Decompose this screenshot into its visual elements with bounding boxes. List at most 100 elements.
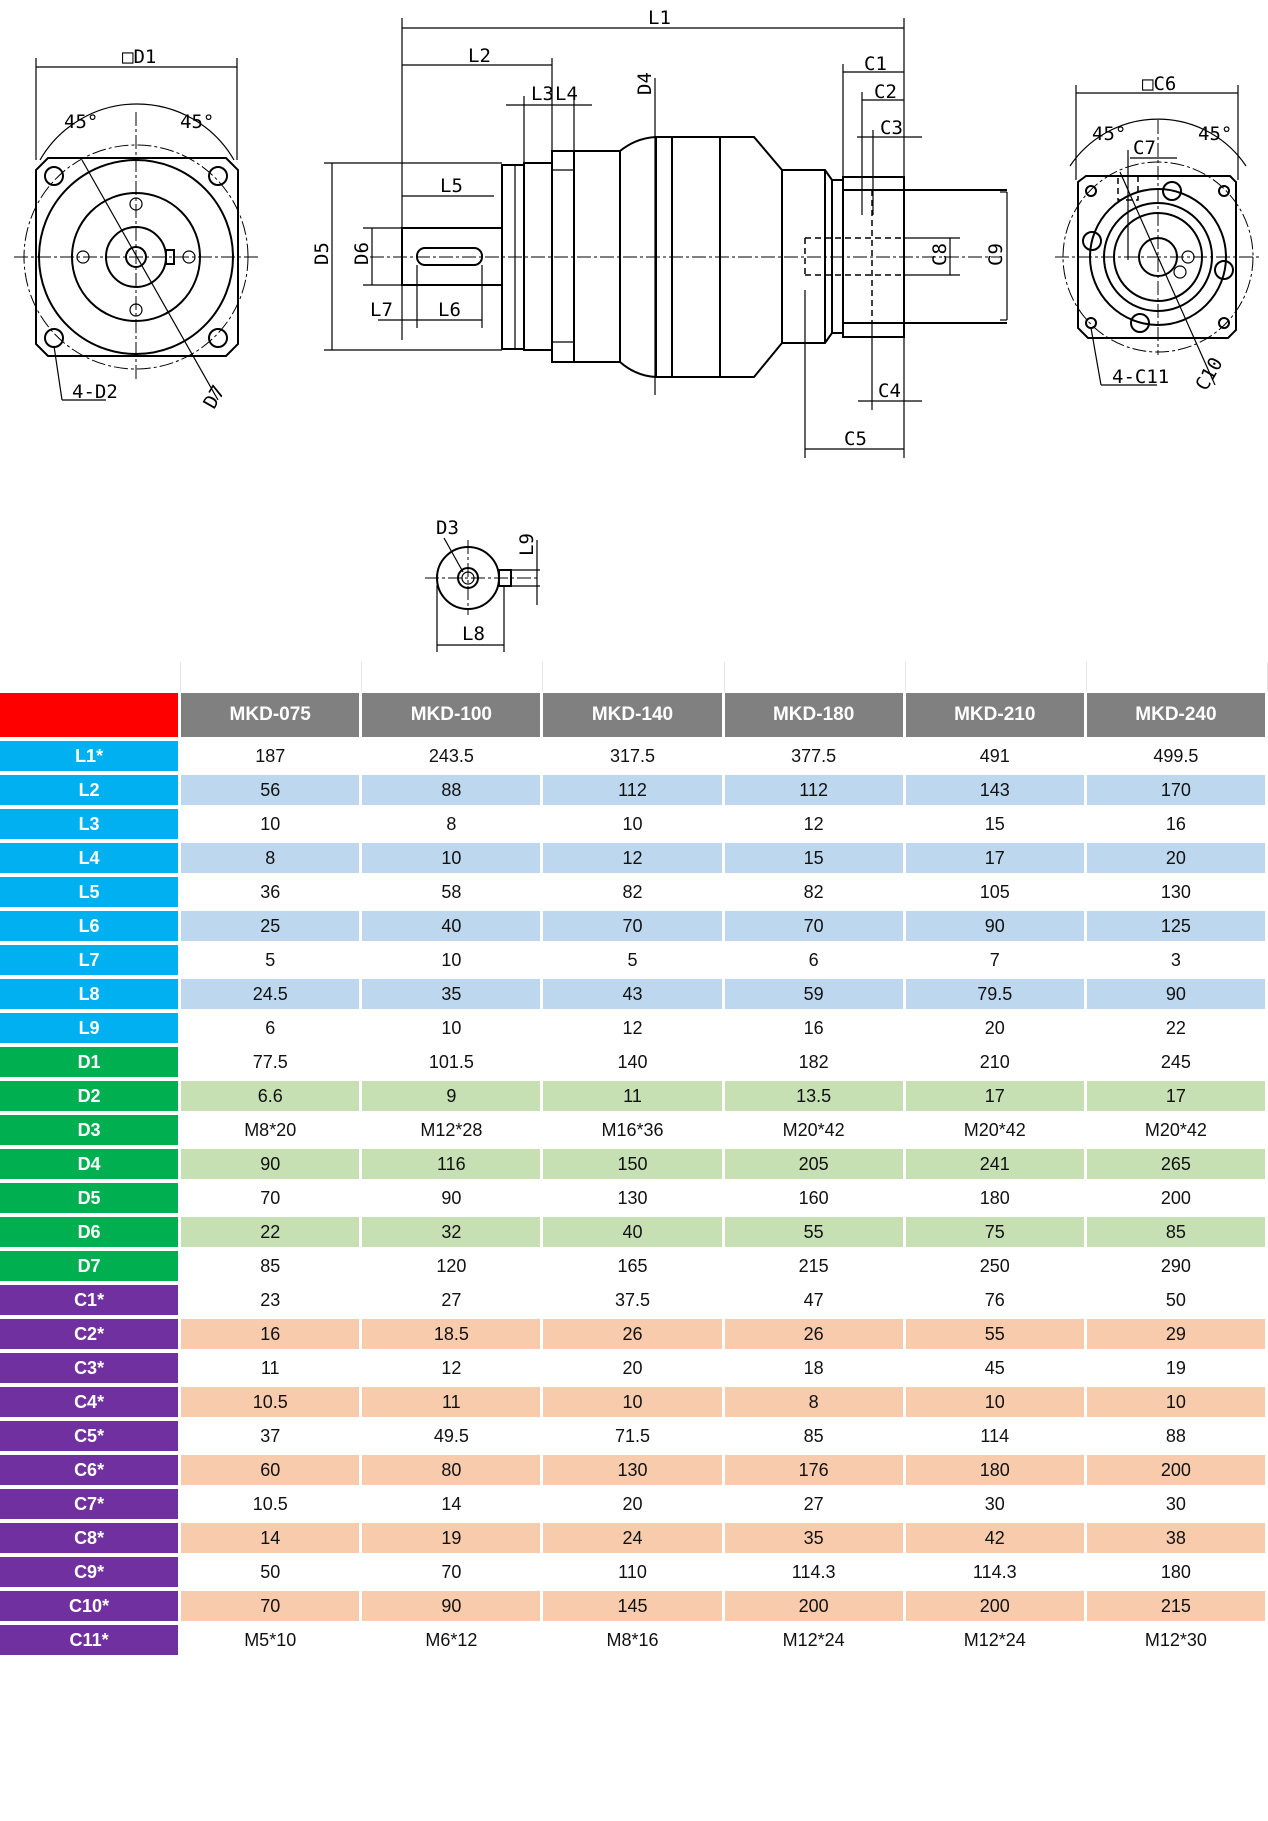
value-cell: 23: [181, 1285, 363, 1319]
value-cell: 82: [543, 877, 725, 911]
value-cell: 15: [905, 809, 1087, 843]
dimension-label: L4: [0, 843, 182, 877]
value-cell: 37.5: [543, 1285, 725, 1319]
dimension-label: C2*: [0, 1319, 182, 1353]
empty-cell: [1086, 662, 1268, 693]
label-c5: C5: [844, 428, 867, 450]
empty-cell: [724, 662, 906, 693]
value-cell: 19: [362, 1523, 544, 1557]
output-flange-view: □C6 45° 45° C7 4-C11 C10: [1055, 73, 1260, 395]
dimension-label: D4: [0, 1149, 182, 1183]
value-cell: 80: [362, 1455, 544, 1489]
empty-cell: [543, 662, 725, 693]
dimension-label: D7: [0, 1251, 182, 1285]
value-cell: 16: [724, 1013, 906, 1047]
label-c7: C7: [1133, 137, 1156, 159]
value-cell: M20*42: [724, 1115, 906, 1149]
value-cell: 499.5: [1086, 741, 1268, 775]
value-cell: 112: [724, 775, 906, 809]
value-cell: 3: [1086, 945, 1268, 979]
value-cell: 16: [1086, 809, 1268, 843]
label-l9: L9: [516, 533, 538, 556]
dimension-label: D6: [0, 1217, 182, 1251]
dimension-label: L8: [0, 979, 182, 1013]
value-cell: 8: [181, 843, 363, 877]
value-cell: 9: [362, 1081, 544, 1115]
value-cell: 143: [905, 775, 1087, 809]
model-header: MKD-210: [905, 693, 1087, 741]
label-l7: L7: [370, 299, 393, 321]
dimension-label: L6: [0, 911, 182, 945]
dimension-label: L5: [0, 877, 182, 911]
value-cell: 17: [905, 1081, 1087, 1115]
value-cell: 88: [362, 775, 544, 809]
value-cell: 10: [362, 843, 544, 877]
value-cell: 8: [724, 1387, 906, 1421]
value-cell: 10: [181, 809, 363, 843]
side-view: L1 L2 L3 L4 D5 D6 L5 L7 L6: [311, 7, 1008, 458]
value-cell: 85: [724, 1421, 906, 1455]
value-cell: M12*28: [362, 1115, 544, 1149]
value-cell: 180: [905, 1455, 1087, 1489]
value-cell: 43: [543, 979, 725, 1013]
label-l5: L5: [440, 175, 463, 197]
value-cell: 10: [1086, 1387, 1268, 1421]
value-cell: 6: [181, 1013, 363, 1047]
corner-cell: [0, 693, 182, 741]
label-angle-left-2: 45°: [1092, 123, 1126, 145]
value-cell: 165: [543, 1251, 725, 1285]
value-cell: M6*12: [362, 1625, 544, 1659]
dimension-label: C5*: [0, 1421, 182, 1455]
value-cell: 10: [543, 1387, 725, 1421]
value-cell: 110: [543, 1557, 725, 1591]
label-c1: C1: [864, 53, 887, 75]
label-l2: L2: [468, 45, 491, 67]
technical-drawing: □D1 45° 45° 4-D2 D7 L1 L2 L3 L4 D5: [14, 7, 1260, 652]
value-cell: 50: [1086, 1285, 1268, 1319]
value-cell: 317.5: [543, 741, 725, 775]
value-cell: 90: [905, 911, 1087, 945]
value-cell: 26: [724, 1319, 906, 1353]
dimension-label: C10*: [0, 1591, 182, 1625]
value-cell: 40: [362, 911, 544, 945]
value-cell: 50: [181, 1557, 363, 1591]
value-cell: M12*24: [905, 1625, 1087, 1659]
empty-cell: [905, 662, 1087, 693]
label-l1: L1: [648, 7, 671, 29]
value-cell: 32: [362, 1217, 544, 1251]
value-cell: 38: [1086, 1523, 1268, 1557]
dimension-label: D3: [0, 1115, 182, 1149]
value-cell: 56: [181, 775, 363, 809]
value-cell: 5: [543, 945, 725, 979]
label-d7: D7: [199, 382, 229, 413]
value-cell: M8*16: [543, 1625, 725, 1659]
value-cell: 10.5: [181, 1489, 363, 1523]
dimension-label: C8*: [0, 1523, 182, 1557]
value-cell: 16: [181, 1319, 363, 1353]
value-cell: 75: [905, 1217, 1087, 1251]
value-cell: 10.5: [181, 1387, 363, 1421]
label-d4: D4: [634, 72, 656, 95]
label-l4: L4: [555, 83, 578, 105]
value-cell: 47: [724, 1285, 906, 1319]
label-l3: L3: [531, 83, 554, 105]
value-cell: 200: [724, 1591, 906, 1625]
value-cell: 82: [724, 877, 906, 911]
dimension-label: D2: [0, 1081, 182, 1115]
value-cell: 70: [181, 1591, 363, 1625]
value-cell: 12: [543, 843, 725, 877]
value-cell: 42: [905, 1523, 1087, 1557]
value-cell: 30: [1086, 1489, 1268, 1523]
value-cell: 10: [543, 809, 725, 843]
empty-cell: [181, 662, 363, 693]
dimension-label: C7*: [0, 1489, 182, 1523]
value-cell: 90: [362, 1591, 544, 1625]
value-cell: 45: [905, 1353, 1087, 1387]
value-cell: 70: [362, 1557, 544, 1591]
